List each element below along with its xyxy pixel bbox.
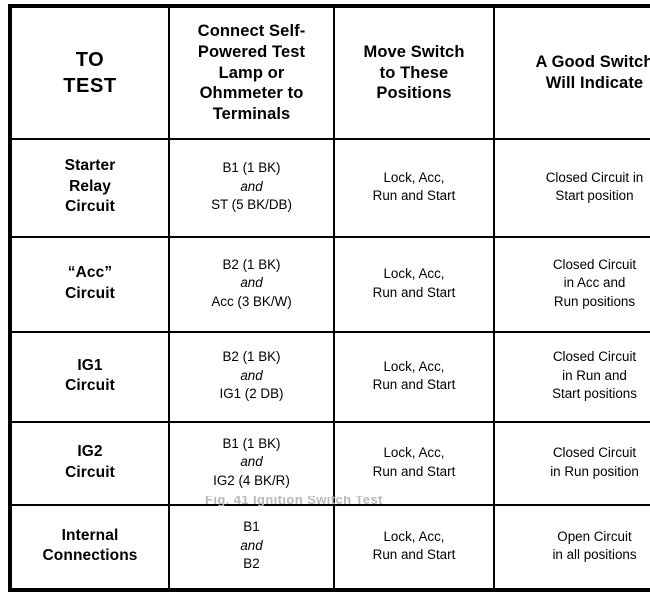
- cell-connect-terminals: B2 (1 BK) and Acc (3 BK/W): [168, 236, 335, 333]
- cell-test-name: IG1 Circuit: [9, 331, 170, 423]
- terminal-conjunction: and: [240, 178, 263, 194]
- cell-switch-positions: Lock, Acc, Run and Start: [333, 504, 495, 591]
- terminal-conjunction: and: [240, 454, 263, 470]
- cell-expected-result: Closed Circuit in Run and Start position…: [493, 331, 650, 423]
- ignition-switch-test-table: TO TEST Connect Self- Powered Test Lamp …: [8, 4, 650, 592]
- terminal-first: B2 (1 BK): [222, 256, 281, 272]
- cell-connect-terminals: B1 (1 BK) and ST (5 BK/DB): [168, 138, 335, 238]
- terminal-first: B1 (1 BK): [222, 435, 281, 451]
- header-row: TO TEST Connect Self- Powered Test Lamp …: [9, 5, 650, 140]
- column-header-good-switch-indicate: A Good Switch Will Indicate: [493, 5, 650, 140]
- table-row: Starter Relay Circuit B1 (1 BK) and ST (…: [9, 138, 650, 238]
- figure-caption: Fig. 41 Ignition Switch Test: [205, 496, 383, 506]
- cell-connect-terminals: B1 (1 BK) and IG2 (4 BK/R): [168, 421, 335, 506]
- table-body: Starter Relay Circuit B1 (1 BK) and ST (…: [9, 138, 650, 591]
- terminal-first: B1: [243, 519, 260, 535]
- terminal-conjunction: and: [240, 367, 263, 383]
- cell-switch-positions: Lock, Acc, Run and Start: [333, 331, 495, 423]
- terminal-second: B2: [243, 556, 260, 572]
- terminal-conjunction: and: [240, 275, 263, 291]
- terminal-first: B2 (1 BK): [222, 349, 281, 365]
- figure-caption-strip: Fig. 41 Ignition Switch Test: [0, 496, 650, 506]
- cell-test-name: Internal Connections: [9, 504, 170, 591]
- cell-expected-result: Closed Circuit in Start position: [493, 138, 650, 238]
- cell-expected-result: Closed Circuit in Acc and Run positions: [493, 236, 650, 333]
- table-row: IG1 Circuit B2 (1 BK) and IG1 (2 DB) Loc…: [9, 331, 650, 423]
- column-header-to-test: TO TEST: [9, 5, 170, 140]
- terminal-conjunction: and: [240, 537, 263, 553]
- terminal-first: B1 (1 BK): [222, 160, 281, 176]
- terminal-second: IG1 (2 DB): [219, 386, 284, 402]
- cell-connect-terminals: B2 (1 BK) and IG1 (2 DB): [168, 331, 335, 423]
- cell-test-name: Starter Relay Circuit: [9, 138, 170, 238]
- terminal-second: Acc (3 BK/W): [211, 293, 292, 309]
- page-root: TO TEST Connect Self- Powered Test Lamp …: [0, 4, 650, 592]
- column-header-move-switch: Move Switch to These Positions: [333, 5, 495, 140]
- cell-test-name: IG2 Circuit: [9, 421, 170, 506]
- table-header: TO TEST Connect Self- Powered Test Lamp …: [9, 5, 650, 140]
- column-header-connect-terminals: Connect Self- Powered Test Lamp or Ohmme…: [168, 5, 335, 140]
- cell-switch-positions: Lock, Acc, Run and Start: [333, 421, 495, 506]
- cell-expected-result: Open Circuit in all positions: [493, 504, 650, 591]
- table-row: IG2 Circuit B1 (1 BK) and IG2 (4 BK/R) L…: [9, 421, 650, 506]
- terminal-second: IG2 (4 BK/R): [213, 472, 290, 488]
- terminal-second: ST (5 BK/DB): [211, 197, 292, 213]
- cell-test-name: “Acc” Circuit: [9, 236, 170, 333]
- cell-switch-positions: Lock, Acc, Run and Start: [333, 236, 495, 333]
- table-row: “Acc” Circuit B2 (1 BK) and Acc (3 BK/W)…: [9, 236, 650, 333]
- cell-expected-result: Closed Circuit in Run position: [493, 421, 650, 506]
- cell-connect-terminals: B1 and B2: [168, 504, 335, 591]
- cell-switch-positions: Lock, Acc, Run and Start: [333, 138, 495, 238]
- table-row: Internal Connections B1 and B2 Lock, Acc…: [9, 504, 650, 591]
